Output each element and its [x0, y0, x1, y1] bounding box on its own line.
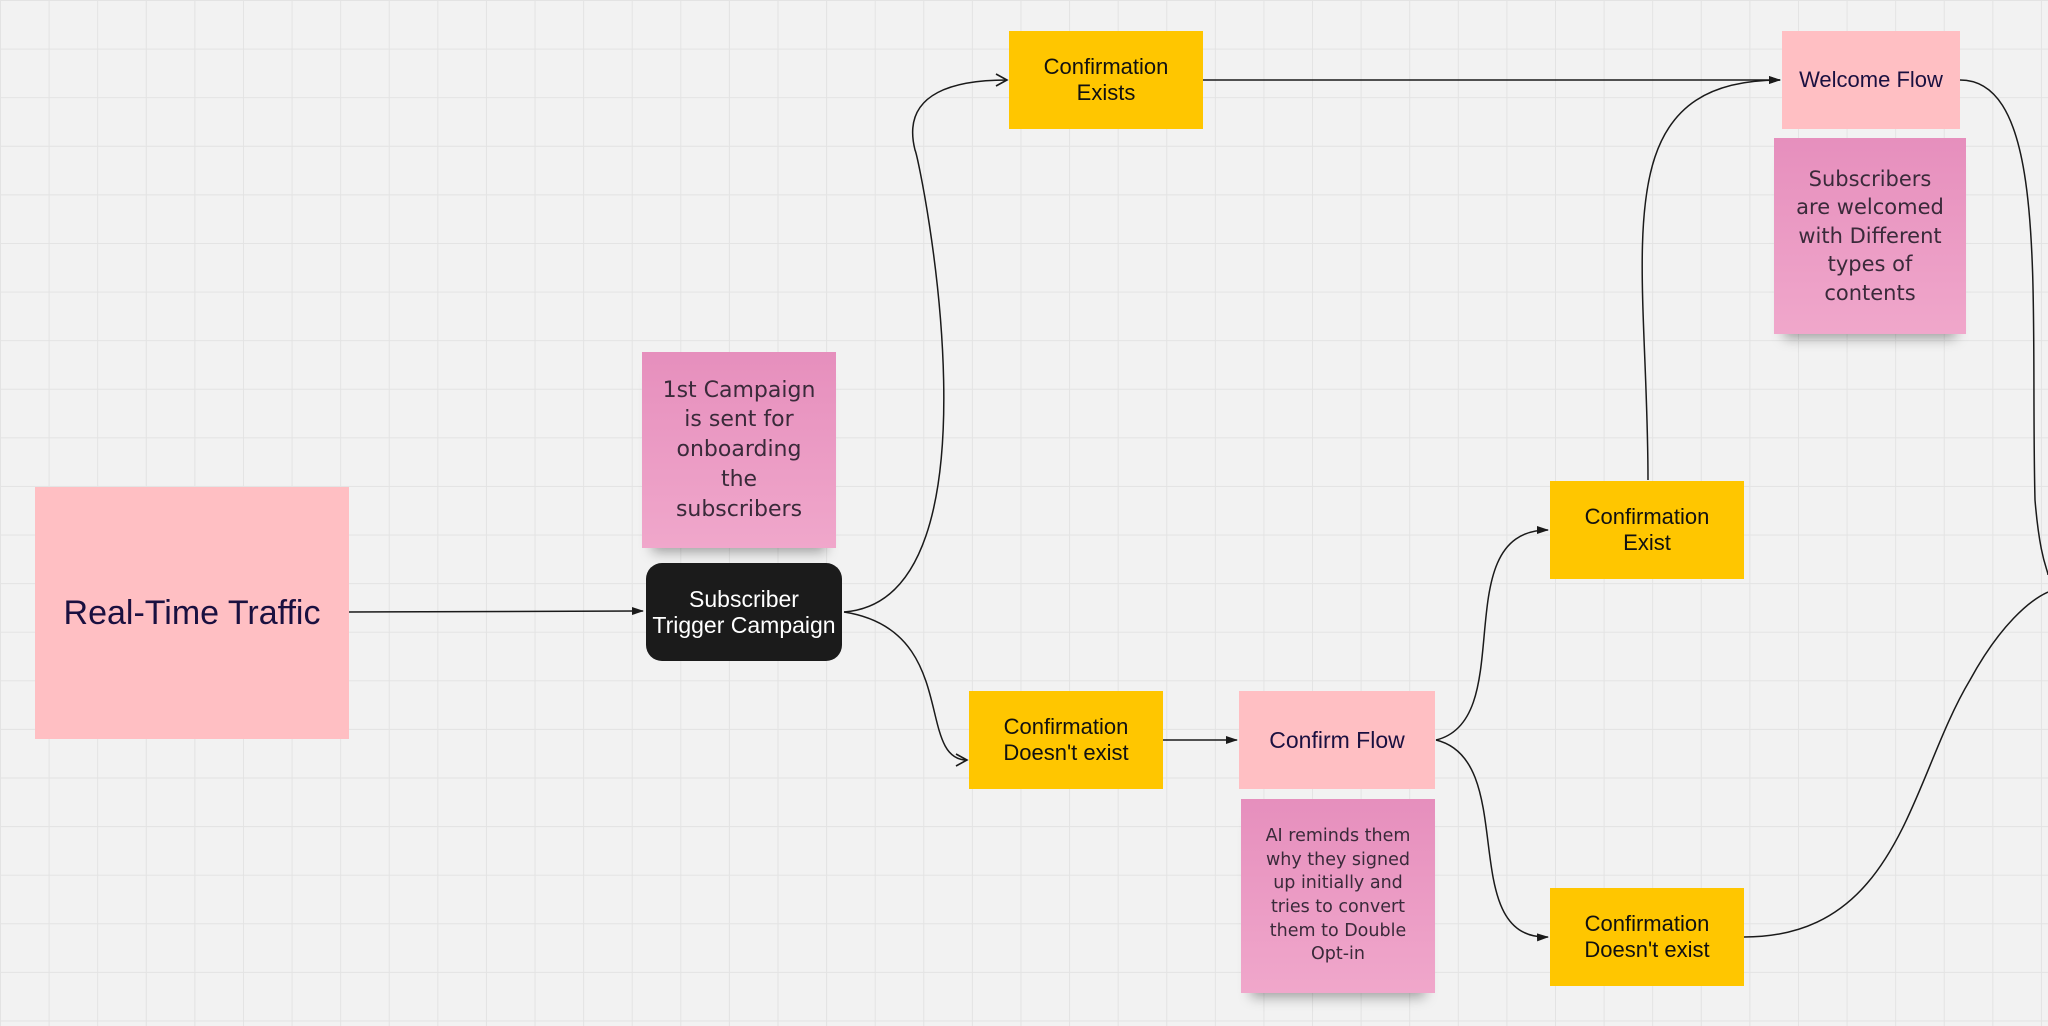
connector-doesnt-exist-out: [1743, 591, 2048, 938]
sticky-note-ai-reminds[interactable]: AI reminds them why they signed up initi…: [1241, 799, 1435, 993]
node-confirmation-exists-top[interactable]: Confirmation Exists: [1009, 31, 1203, 129]
node-confirmation-doesnt-exist-mid[interactable]: Confirmation Doesn't exist: [969, 691, 1163, 789]
node-subscriber-trigger-campaign[interactable]: Subscriber Trigger Campaign: [646, 563, 842, 661]
connector-exist-to-welcome: [1641, 76, 1781, 481]
connector-confirm-flow-to-doesnt-exist: [1435, 739, 1549, 942]
connector-confirm-flow-to-exist: [1435, 526, 1549, 741]
connector-traffic-to-trigger: [348, 607, 644, 616]
node-confirmation-doesnt-exist-right[interactable]: Confirmation Doesn't exist: [1550, 888, 1744, 986]
connector-trigger-to-confirmation-doesnt-exist: [843, 611, 969, 767]
node-confirmation-exist-right[interactable]: Confirmation Exist: [1550, 481, 1744, 579]
node-confirm-flow[interactable]: Confirm Flow: [1239, 691, 1435, 789]
node-real-time-traffic[interactable]: Real-Time Traffic: [35, 487, 349, 739]
sticky-note-welcome[interactable]: Subscribers are welcomed with Different …: [1774, 138, 1966, 334]
connector-trigger-to-confirmation-exists: [843, 73, 1009, 613]
node-welcome-flow[interactable]: Welcome Flow: [1782, 31, 1960, 129]
connector-welcome-out: [1959, 79, 2048, 576]
sticky-note-first-campaign[interactable]: 1st Campaign is sent for onboarding the …: [642, 352, 836, 548]
